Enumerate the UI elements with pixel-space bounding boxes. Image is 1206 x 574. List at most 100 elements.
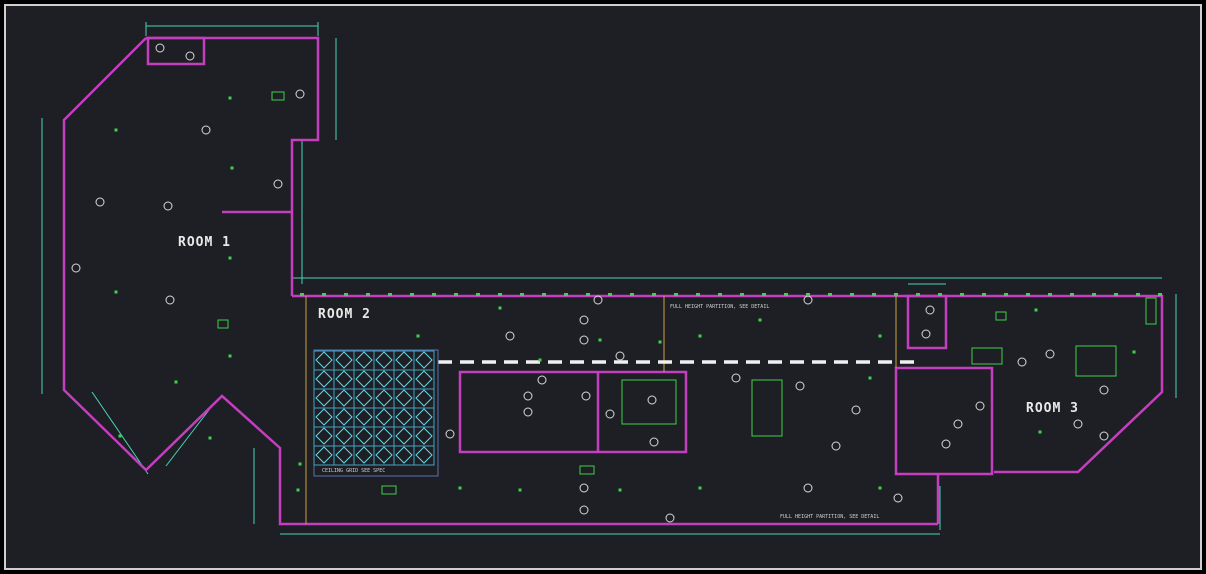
light-fixture-icon [523,391,533,401]
office-room [894,366,994,476]
outlet-icon [498,306,502,310]
grid-tile [335,351,353,369]
divider-lines [305,296,897,524]
grid-tile [395,427,413,445]
switch-icon [894,293,898,296]
switch-icon [938,293,942,296]
light-fixture-icon [1073,419,1083,429]
switch-icon [410,293,414,296]
light-fixture-icon [523,407,533,417]
switch-icon [520,293,524,296]
switch-icon [872,293,876,296]
switch-icon [740,293,744,296]
light-fixture-icon [537,375,547,385]
walls [62,36,1164,526]
grid-tile [415,427,433,445]
switch-icon [586,293,590,296]
outlet-icon [598,338,602,342]
outlet-icon [698,486,702,490]
light-fixture-icon [505,331,515,341]
outlet-icon [114,290,118,294]
panel-icon [381,485,397,495]
switch-icon [982,293,986,296]
light-fixture-icon [615,351,625,361]
wall-west-wing [62,37,938,526]
devices [71,43,1162,523]
light-fixture-icon [1045,349,1055,359]
outlet-icon [228,256,232,260]
grid-tile [375,446,393,464]
outlet-icon [458,486,462,490]
light-fixture-icon [155,43,165,53]
switch-icon [828,293,832,296]
outlet-icon [658,340,662,344]
switch-icon [344,293,348,296]
light-fixture-icon [893,493,903,503]
grid-tile [335,408,353,426]
light-fixture-icon [925,305,935,315]
light-fixture-icon [1099,431,1109,441]
grid-tile [375,389,393,407]
light-fixture-icon [665,513,675,523]
light-fixture-icon [273,179,283,189]
switch-icon [960,293,964,296]
grid-tile [355,351,373,369]
grid-tile [355,446,373,464]
wall-north-wing [146,36,320,296]
room-tag-3[interactable]: ROOM 3 [1026,401,1079,416]
outlet-icon [118,434,122,438]
switch-icon [1070,293,1074,296]
panel-icon [271,91,285,101]
switch-icon [300,293,304,296]
outlet-icon [758,318,762,322]
grid-tile [315,408,333,426]
grid-note: CEILING GRID SEE SPEC [322,468,385,474]
closet-north [146,36,206,66]
grid-tile [315,351,333,369]
outlet-icon [1132,350,1136,354]
outlet-icon [296,488,300,492]
grid-tile [415,370,433,388]
outlet-icon [878,334,882,338]
light-fixture-icon [851,405,861,415]
small-room [906,294,948,350]
switch-icon [476,293,480,296]
light-fixture-icon [593,295,603,305]
light-fixture-icon [605,409,615,419]
wall-note-1: FULL HEIGHT PARTITION, SEE DETAIL [670,304,769,310]
panel-icon [751,379,783,437]
switch-icon [784,293,788,296]
switch-icon [542,293,546,296]
grid-cell [413,445,435,466]
room-tag-2[interactable]: ROOM 2 [318,307,371,322]
switch-icon [916,293,920,296]
switch-icon [1158,293,1162,296]
grid-tile [375,408,393,426]
switch-icon [1026,293,1030,296]
panel-icon [217,319,229,329]
panel-icon [971,347,1003,365]
panel-icon [995,311,1007,321]
switch-icon [388,293,392,296]
light-fixture-icon [295,89,305,99]
grid-tile [315,370,333,388]
outlet-icon [698,334,702,338]
switch-icon [366,293,370,296]
switch-icon [564,293,568,296]
grid-tile [315,446,333,464]
grid-tile [335,370,353,388]
grid-tile [395,351,413,369]
room-tag-1[interactable]: ROOM 1 [178,235,231,250]
switch-icon [762,293,766,296]
light-fixture-icon [579,505,589,515]
drawing-frame [4,4,1202,570]
switch-icon [498,293,502,296]
switch-icon [432,293,436,296]
switch-icon [806,293,810,296]
outlet-icon [518,488,522,492]
grid-tile [335,389,353,407]
grid-tile [335,427,353,445]
light-fixture-icon [953,419,963,429]
